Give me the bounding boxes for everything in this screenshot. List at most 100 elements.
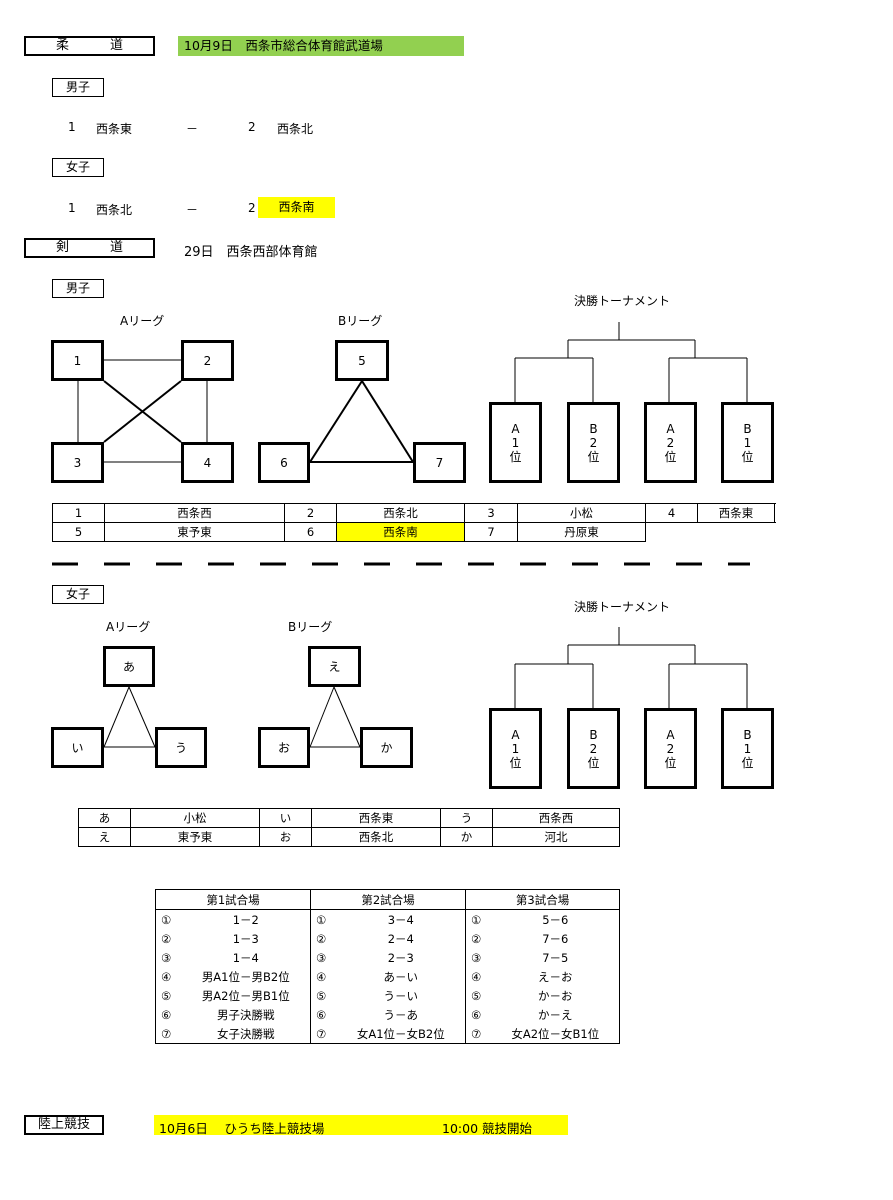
athletics-start-time: 10:00 競技開始 [442,1121,532,1136]
match-number: ④ [465,967,492,986]
women-node-a: あ [103,646,155,687]
women-tournament-label: 決勝トーナメント [574,600,671,614]
judo-men-label: 男子 [52,78,104,97]
match-pair: 2－4 [387,931,414,946]
match-number: ① [161,912,172,927]
women-b-league-label: Bリーグ [288,620,333,634]
judo-women-team1: 西条北 [96,203,133,217]
match-pair: 男A2位－男B1位 [201,988,290,1003]
men-tournament-label: 決勝トーナメント [574,294,671,308]
match-pair: か－お [538,988,573,1003]
team-num: え [78,827,131,847]
women-team-table: あ 小松 い 西条東 う 西条西 え 東予東 お 西条北 か 河北 [78,808,620,847]
men-team-table: 1 西条西 2 西条北 3 小松 4 西条東 5 東予東 6 西条南 7 丹原東 [52,503,775,542]
match-number: ③ [465,948,492,967]
team-num: い [259,808,312,828]
match-number: ② [161,931,172,946]
match-pair: う－あ [383,1007,419,1022]
match-number: ① [465,909,492,929]
match-pair: 男子決勝戦 [217,1007,275,1022]
team-num: 3 [464,503,518,523]
team-name: 小松 [130,808,260,828]
match-pair: 男A1位－男B2位 [201,969,290,984]
match-pair: 5－6 [542,912,569,927]
match-pair: う－い [383,988,419,1003]
table-row: 5 東予東 6 西条南 7 丹原東 [52,522,775,542]
match-number: ⑤ [161,988,172,1003]
match-number: ④ [161,969,172,984]
match-number: ① [310,909,337,929]
schedule-header-row: 第1試合場 第2試合場 第3試合場 [155,889,620,910]
match-pair: 1－2 [232,912,259,927]
men-a-league-label: Aリーグ [120,314,165,328]
table-row: ⑤ 男A2位－男B1位 ⑤ う－い ⑤ か－お [156,986,620,1005]
match-number: ⑦ [465,1024,492,1044]
match-pair: 3－4 [387,912,414,927]
men-node-2: 2 [181,340,234,381]
team-num: か [440,827,493,847]
table-row: え 東予東 お 西条北 か 河北 [78,827,620,847]
court-2-header: 第2試合場 [310,889,466,910]
match-schedule-table: 第1試合場 第2試合場 第3試合場 ① 1－2 ① 3－4 ① 5－6 ② 1－3 ② 2… [155,889,621,1044]
match-number: ⑦ [310,1024,337,1044]
match-number: ⑤ [310,986,337,1005]
men-node-5: 5 [335,340,389,381]
table-row: あ 小松 い 西条東 う 西条西 [78,808,620,828]
team-num: 4 [645,503,698,523]
judo-men-team1: 西条東 [96,122,133,136]
court-3-header: 第3試合場 [465,889,620,910]
match-number: ③ [310,948,337,967]
match-number: ② [310,929,337,948]
judo-men-n1: 1 [68,120,76,134]
team-num: 6 [284,522,337,542]
team-num: 5 [52,522,105,542]
team-num: 2 [284,503,337,523]
team-name: 西条北 [336,503,465,523]
team-name: 小松 [517,503,646,523]
match-pair: 7－6 [542,931,569,946]
match-pair: 女A2位－女B1位 [511,1026,600,1041]
match-pair: 7－5 [542,950,569,965]
judo-women-n1: 1 [68,201,76,215]
team-num: 7 [464,522,518,542]
team-num: う [440,808,493,828]
match-number: ⑥ [310,1005,337,1024]
table-row: 1 西条西 2 西条北 3 小松 4 西条東 [52,503,775,523]
judo-men-team2: 西条北 [277,122,314,136]
judo-women-n2: 2 [248,201,256,215]
match-number: ⑦ [161,1026,172,1041]
match-pair: 1－3 [232,931,259,946]
match-number: ⑥ [161,1007,172,1022]
judo-men-n2: 2 [248,120,256,134]
men-node-6: 6 [258,442,310,483]
team-num: お [259,827,312,847]
match-pair: え－お [538,969,573,984]
men-node-7: 7 [413,442,466,483]
team-name: 西条東 [311,808,441,828]
men-node-3: 3 [51,442,104,483]
match-number: ③ [161,950,172,965]
men-node-4: 4 [181,442,234,483]
team-num: あ [78,808,131,828]
men-b-league-label: Bリーグ [338,314,383,328]
kendo-title: 剣 道 [24,238,155,258]
match-number: ④ [310,967,337,986]
match-number: ⑥ [465,1005,492,1024]
judo-venue: 10月9日 西条市総合体育館武道場 [178,36,464,56]
match-pair: か－え [538,1007,573,1022]
women-a-league-label: Aリーグ [106,620,151,634]
women-node-ka: か [360,727,413,768]
team-name: 西条西 [104,503,285,523]
judo-women-dash: － [186,203,199,217]
match-number: ⑤ [465,986,492,1005]
